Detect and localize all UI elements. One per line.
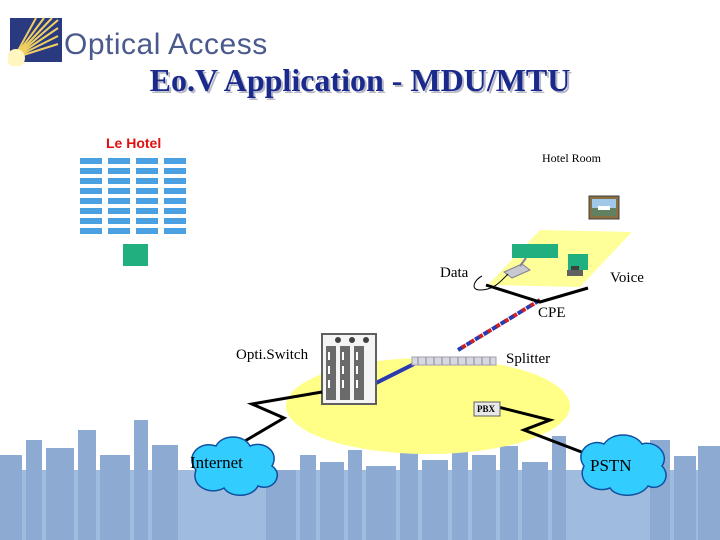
hotel-window — [164, 188, 186, 194]
hotel-window — [80, 178, 102, 184]
splitter — [411, 356, 497, 366]
data-cable-curl — [473, 273, 509, 291]
hotel-window — [164, 198, 186, 204]
hotel-window — [136, 158, 158, 164]
cpe-label: CPE — [538, 305, 566, 321]
hotel-door — [123, 244, 148, 266]
hotel-window — [80, 168, 102, 174]
hotel-window — [108, 208, 130, 214]
hotel-window — [80, 218, 102, 224]
internet-cloud-icon — [191, 436, 278, 496]
internet-link — [215, 390, 323, 460]
pbx-box — [473, 401, 501, 417]
internet-label: Internet — [190, 453, 243, 472]
hotel-window — [136, 188, 158, 194]
hotel-window — [108, 228, 130, 234]
splitter-label: Splitter — [506, 351, 551, 367]
hotel-window — [80, 198, 102, 204]
hotel-label: Le Hotel — [106, 135, 162, 151]
room-picture-icon — [588, 195, 620, 220]
room-desk — [512, 244, 558, 258]
hotel-window — [136, 228, 158, 234]
optical-access-logo-icon — [8, 17, 62, 66]
riser-cable-red — [456, 298, 542, 352]
hotel-window — [108, 218, 130, 224]
pstn-label: PSTN — [590, 456, 632, 475]
cpe-links — [485, 283, 589, 304]
hotel-window — [80, 208, 102, 214]
optiswitch-device-icon — [321, 333, 377, 405]
hotel-window — [80, 228, 102, 234]
page-title: Eo.V Application - MDU/MTU — [149, 62, 571, 98]
hotel-window — [80, 188, 102, 194]
logo-text: Optical Access — [64, 28, 268, 61]
hotel-window — [108, 168, 130, 174]
pbx-label: PBX — [477, 404, 495, 414]
hotel-windows — [80, 158, 190, 240]
hotel-window — [108, 188, 130, 194]
laptop-icon — [503, 257, 531, 279]
hotel-window — [164, 218, 186, 224]
data-label: Data — [440, 265, 469, 281]
optiswitch-label: Opti.Switch — [236, 347, 309, 363]
hotel-window — [164, 228, 186, 234]
hotel-window — [136, 168, 158, 174]
pstn-link — [485, 402, 593, 458]
hotel-window — [108, 158, 130, 164]
hotel-window — [136, 198, 158, 204]
switch-cable — [373, 362, 415, 386]
hotel-window — [164, 178, 186, 184]
hotel-window — [136, 178, 158, 184]
voice-label: Voice — [610, 270, 644, 286]
hotel-window — [136, 208, 158, 214]
hotel-window — [80, 158, 102, 164]
hotel-window — [136, 218, 158, 224]
hotel-window — [164, 158, 186, 164]
hotel-room-label: Hotel Room — [542, 151, 601, 165]
hotel-window — [108, 178, 130, 184]
hotel-window — [164, 168, 186, 174]
pstn-cloud-icon — [580, 434, 667, 496]
riser-cable-blue — [456, 298, 542, 352]
hotel-window — [164, 208, 186, 214]
hotel-window — [108, 198, 130, 204]
phone-icon — [567, 266, 583, 276]
